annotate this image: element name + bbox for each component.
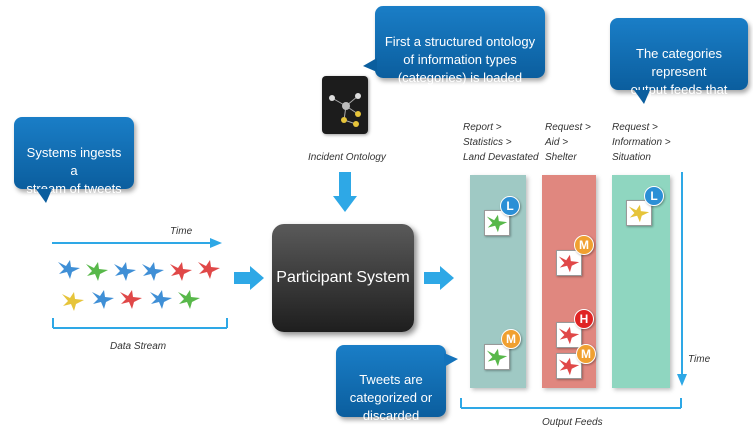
tweet-bird-icon: [170, 262, 192, 281]
categorized-tweet: [556, 250, 582, 276]
priority-badge-medium: M: [576, 344, 596, 364]
feed-title-land-devastated: Report > Statistics > Land Devastated: [463, 122, 539, 163]
categorized-callout-text: Tweets are categorized or discarded: [349, 372, 433, 423]
priority-badge-medium: M: [574, 235, 594, 255]
stream-to-system-arrow: [234, 266, 264, 290]
time-down-arrow: [677, 172, 687, 386]
ingest-callout: Systems ingests a stream of tweets over …: [14, 117, 134, 214]
incident-ontology-label: Incident Ontology: [308, 152, 386, 163]
priority-badge-low: L: [644, 186, 664, 206]
tweet-bird-icon: [86, 262, 108, 281]
time-arrow: [52, 238, 222, 248]
ontology-to-system-arrow: [333, 172, 357, 212]
tweet-bird-icon: [558, 254, 580, 273]
tweet-bird-icon: [92, 290, 114, 309]
output-feeds-bracket: [460, 398, 682, 409]
ingest-callout-tail: [36, 189, 52, 203]
tweet-bird-icon: [120, 290, 142, 309]
participant-system-label: Participant System: [276, 269, 410, 286]
tweet-bird-icon: [558, 357, 580, 376]
tweet-bird-icon: [58, 260, 80, 279]
incident-ontology-icon: [322, 76, 368, 134]
feed-title-shelter: Request > Aid > Shelter: [545, 122, 591, 163]
time-top-label: Time: [170, 226, 193, 237]
ontology-callout-text: First a structured ontology of informati…: [384, 34, 536, 85]
tweet-bird-icon: [628, 204, 650, 223]
ontology-callout: First a structured ontology of informati…: [363, 6, 545, 85]
ontology-graph-icon: [329, 93, 361, 127]
priority-badge-medium: M: [501, 329, 521, 349]
data-stream-label: Data Stream: [110, 341, 167, 352]
categories-callout: The categories represent output feeds th…: [610, 18, 748, 133]
time-right-label: Time: [688, 354, 711, 365]
tweet-bird-icon: [558, 326, 580, 345]
feed-title-situation: Request > Information > Situation: [612, 122, 671, 163]
tweet-bird-icon: [486, 214, 508, 233]
categorized-callout: Tweets are categorized or discarded: [336, 345, 458, 423]
system-to-feeds-arrow: [424, 266, 454, 290]
categorized-callout-tail: [444, 353, 458, 367]
ontology-callout-tail: [363, 58, 377, 72]
categories-callout-tail: [634, 90, 650, 104]
participant-system-box: Participant System: [272, 224, 414, 332]
output-feeds-label: Output Feeds: [542, 417, 603, 428]
categorized-tweet: [484, 344, 510, 370]
tweet-bird-icon: [486, 348, 508, 367]
tweet-bird-icon: [150, 290, 172, 309]
categories-callout-text: The categories represent output feeds th…: [630, 46, 728, 133]
tweet-bird-icon: [62, 292, 84, 311]
ingest-callout-text: Systems ingests a stream of tweets over …: [26, 145, 122, 214]
data-stream-birds: [50, 252, 230, 322]
priority-badge-low: L: [500, 196, 520, 216]
priority-badge-high: H: [574, 309, 594, 329]
data-stream-bracket: [52, 318, 228, 329]
tweet-bird-icon: [178, 290, 200, 309]
tweet-bird-icon: [114, 262, 136, 281]
tweet-bird-icon: [142, 262, 164, 281]
tweet-bird-icon: [198, 260, 220, 279]
